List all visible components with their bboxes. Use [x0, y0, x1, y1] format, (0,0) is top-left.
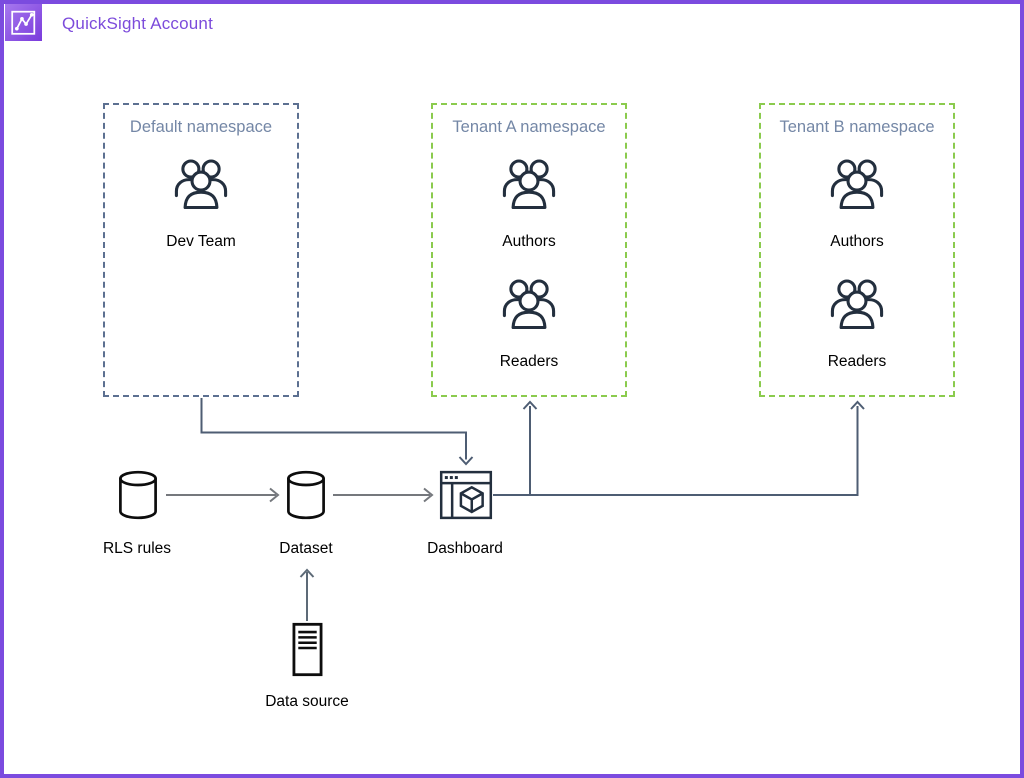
arrowhead-down-icon [458, 456, 474, 466]
node-label: Dashboard [427, 540, 503, 557]
group-label: Dev Team [166, 233, 236, 250]
group-label: Authors [502, 233, 556, 250]
node-label: RLS rules [102, 540, 172, 557]
dashboard-icon [439, 470, 493, 525]
arrow-rls-to-dataset [166, 487, 280, 503]
page-title: QuickSight Account [62, 14, 214, 33]
arrowhead-right-icon [423, 487, 434, 503]
arrow-datasource-to-dataset [299, 568, 315, 621]
connector-default-to-dashboard [200, 398, 474, 466]
group-label: Authors [830, 233, 884, 250]
database-icon [118, 470, 158, 525]
namespace-box-default: Default namespace Dev Team [103, 103, 299, 397]
users-icon [500, 276, 558, 335]
arrowhead-right-icon [269, 487, 280, 503]
node-label: Dataset [279, 540, 333, 557]
quicksight-icon [5, 4, 42, 41]
users-icon [500, 156, 558, 215]
group-label: Readers [827, 353, 887, 370]
database-icon [286, 470, 326, 525]
namespace-title: Tenant A namespace [452, 118, 606, 136]
namespace-box-tenant-b: Tenant B namespace Authors [759, 103, 955, 397]
namespace-title: Tenant B namespace [779, 118, 935, 136]
arrowhead-up-icon [299, 568, 315, 578]
users-icon [172, 156, 230, 215]
users-icon [828, 276, 886, 335]
namespace-title: Default namespace [129, 118, 273, 136]
group-label: Readers [499, 353, 559, 370]
server-icon [292, 622, 323, 682]
connector-dashboard-to-tenant-b [493, 400, 865, 496]
arrowhead-up-icon [522, 400, 538, 410]
arrow-dataset-to-dashboard [333, 487, 434, 503]
users-icon [828, 156, 886, 215]
node-label: Data source [265, 693, 349, 710]
connector-dashboard-to-tenant-a [522, 400, 538, 495]
namespace-box-tenant-a: Tenant A namespace Authors [431, 103, 627, 397]
arrowhead-up-icon [850, 400, 865, 410]
